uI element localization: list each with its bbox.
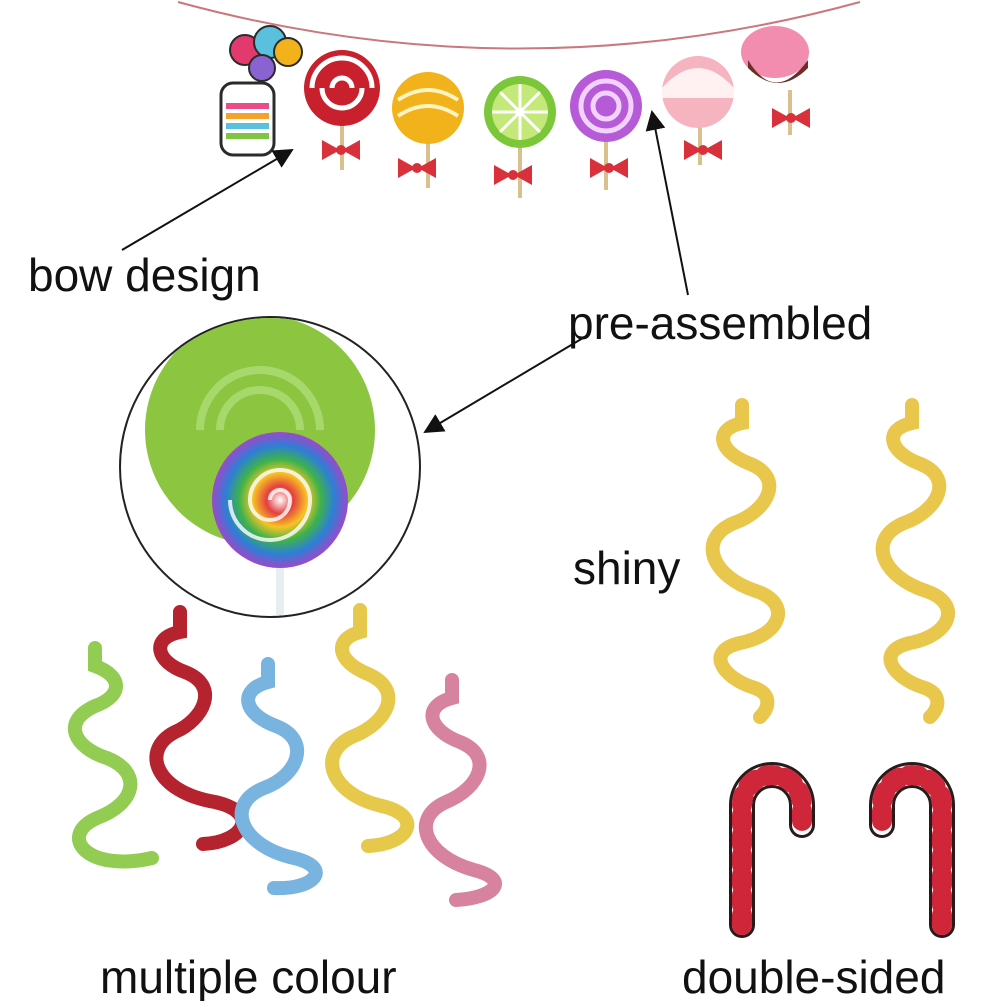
yellow-spiral-swirl [325, 603, 415, 853]
purple-spiral-lollipop [570, 70, 642, 190]
candy-cane-right [869, 762, 955, 938]
green-spiral-swirl [68, 641, 159, 869]
candy-cane-left [729, 762, 815, 938]
yellow-swirl-lollipop [392, 72, 464, 188]
pre-assembled-arrow-detail [423, 334, 589, 434]
double-sided-label: double-sided [682, 951, 946, 1001]
gold-swirl-right [875, 398, 955, 724]
bow-design-label: bow design [28, 249, 261, 301]
bow-design-arrow [121, 148, 294, 251]
garland-string [177, 1, 861, 50]
lime-slice-lollipop [484, 76, 556, 198]
ice-cream-lollipop [662, 56, 734, 165]
pre-assembled-label: pre-assembled [568, 297, 873, 349]
candy-jar-garland-piece [219, 25, 303, 157]
shiny-label: shiny [573, 542, 681, 594]
red-spiral-swirl [149, 605, 250, 851]
chocolate-dessert-piece [741, 26, 809, 135]
gold-swirl-left [705, 398, 785, 724]
blue-spiral-swirl [234, 657, 323, 896]
pre-assembled-arrow-top [645, 110, 689, 296]
red-swirl-lollipop [304, 50, 380, 170]
pink-spiral-swirl [419, 673, 502, 907]
multiple-colour-label: multiple colour [100, 951, 397, 1001]
bow-icon [322, 108, 810, 185]
detail-magnifier [119, 316, 421, 618]
